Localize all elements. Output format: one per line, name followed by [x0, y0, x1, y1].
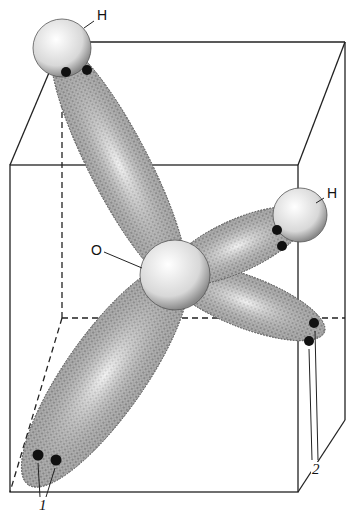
electron-dots [33, 65, 320, 466]
leader-lines [38, 21, 324, 497]
atom-spheres [33, 19, 327, 310]
callout-number: 2 [311, 462, 321, 477]
orbital-lobes [0, 30, 334, 507]
atom-label: O [90, 243, 103, 257]
atom-label: H [96, 8, 108, 22]
callout-number: 1 [38, 498, 48, 513]
atom-label: H [326, 186, 338, 200]
